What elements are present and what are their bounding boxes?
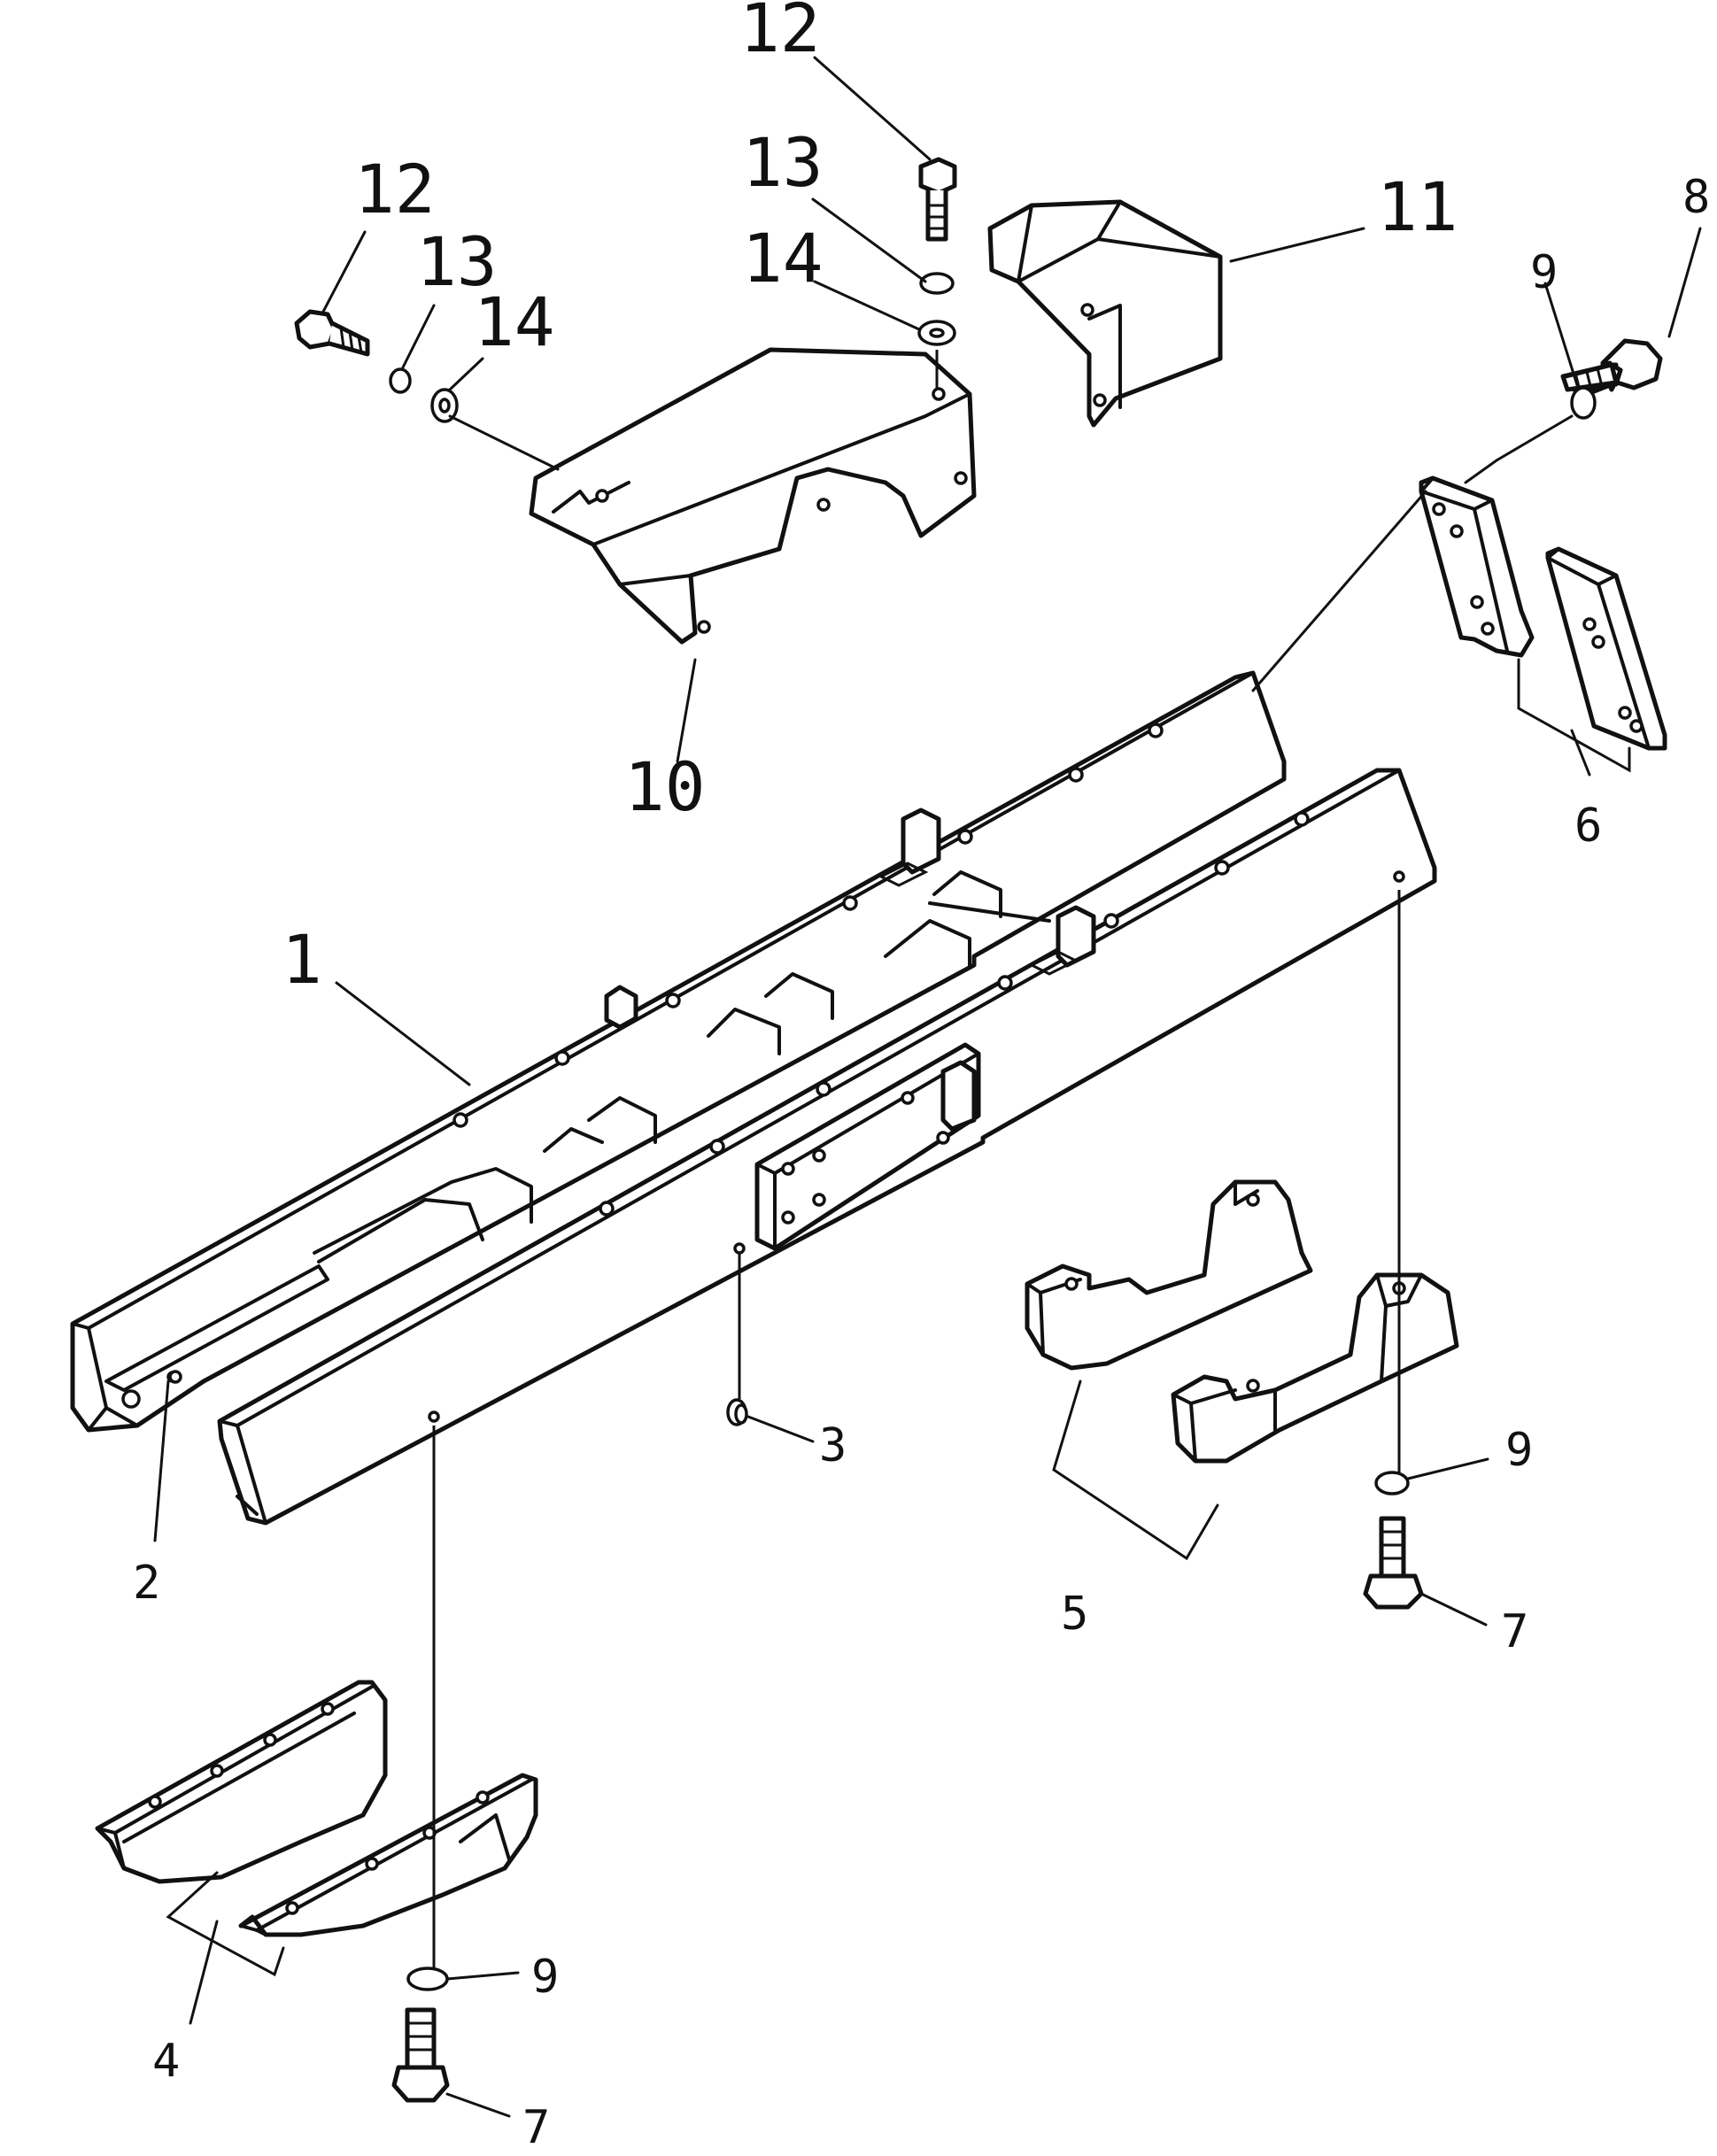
- leader-lines: [153, 56, 1702, 2118]
- washer-13-top: [919, 272, 955, 295]
- bolt-7-bottom: [391, 2007, 450, 2103]
- part-1-frame: [70, 670, 1437, 1526]
- callout-10: 10: [624, 747, 706, 826]
- callout-3: 3: [819, 1419, 847, 1472]
- callout-7-bottom: 7: [522, 2101, 550, 2154]
- callout-5: 5: [1061, 1588, 1088, 1641]
- bolt-12-top: [918, 157, 957, 242]
- callout-4: 4: [152, 2035, 180, 2088]
- callout-12-top: 12: [739, 0, 821, 67]
- callout-1: 1: [282, 920, 322, 999]
- washer-14-left: [430, 388, 459, 423]
- washer-9-top: [1570, 386, 1597, 420]
- nut-3: [726, 1398, 748, 1426]
- callout-8: 8: [1682, 171, 1710, 224]
- callout-7-right: 7: [1501, 1605, 1528, 1658]
- callout-2: 2: [133, 1557, 160, 1610]
- part-5-shoes: [1025, 1179, 1459, 1464]
- callout-12-left: 12: [354, 150, 436, 228]
- callout-labels: 12 13 14 12 13 14 11 8 9 6 10 1 2 3 9 7 …: [133, 0, 1710, 2154]
- washer-9-bottom: [406, 1967, 449, 1991]
- callout-9-right: 9: [1505, 1424, 1533, 1477]
- callout-13-top: 13: [742, 123, 824, 202]
- pin-2: [168, 1370, 182, 1384]
- part-11-cover: [987, 199, 1223, 428]
- callout-13-left: 13: [416, 222, 498, 301]
- washer-9-right: [1374, 1471, 1410, 1495]
- part-6-pads: [1419, 475, 1667, 751]
- bolt-7-right: [1363, 1516, 1424, 1610]
- washer-13-left: [389, 367, 412, 394]
- part-10-cover: [529, 347, 977, 645]
- bolt-12-left: [294, 309, 370, 357]
- callout-9-bottom: 9: [531, 1951, 559, 2004]
- alignment-axes: [432, 350, 1401, 1970]
- callout-9-top: 9: [1530, 246, 1558, 299]
- callout-11: 11: [1377, 167, 1458, 246]
- callout-14-left: 14: [474, 282, 555, 361]
- part-4-shoes: [95, 1680, 538, 1937]
- callout-6: 6: [1574, 800, 1602, 853]
- callout-14-top: 14: [742, 219, 824, 298]
- washer-14-top: [917, 320, 956, 346]
